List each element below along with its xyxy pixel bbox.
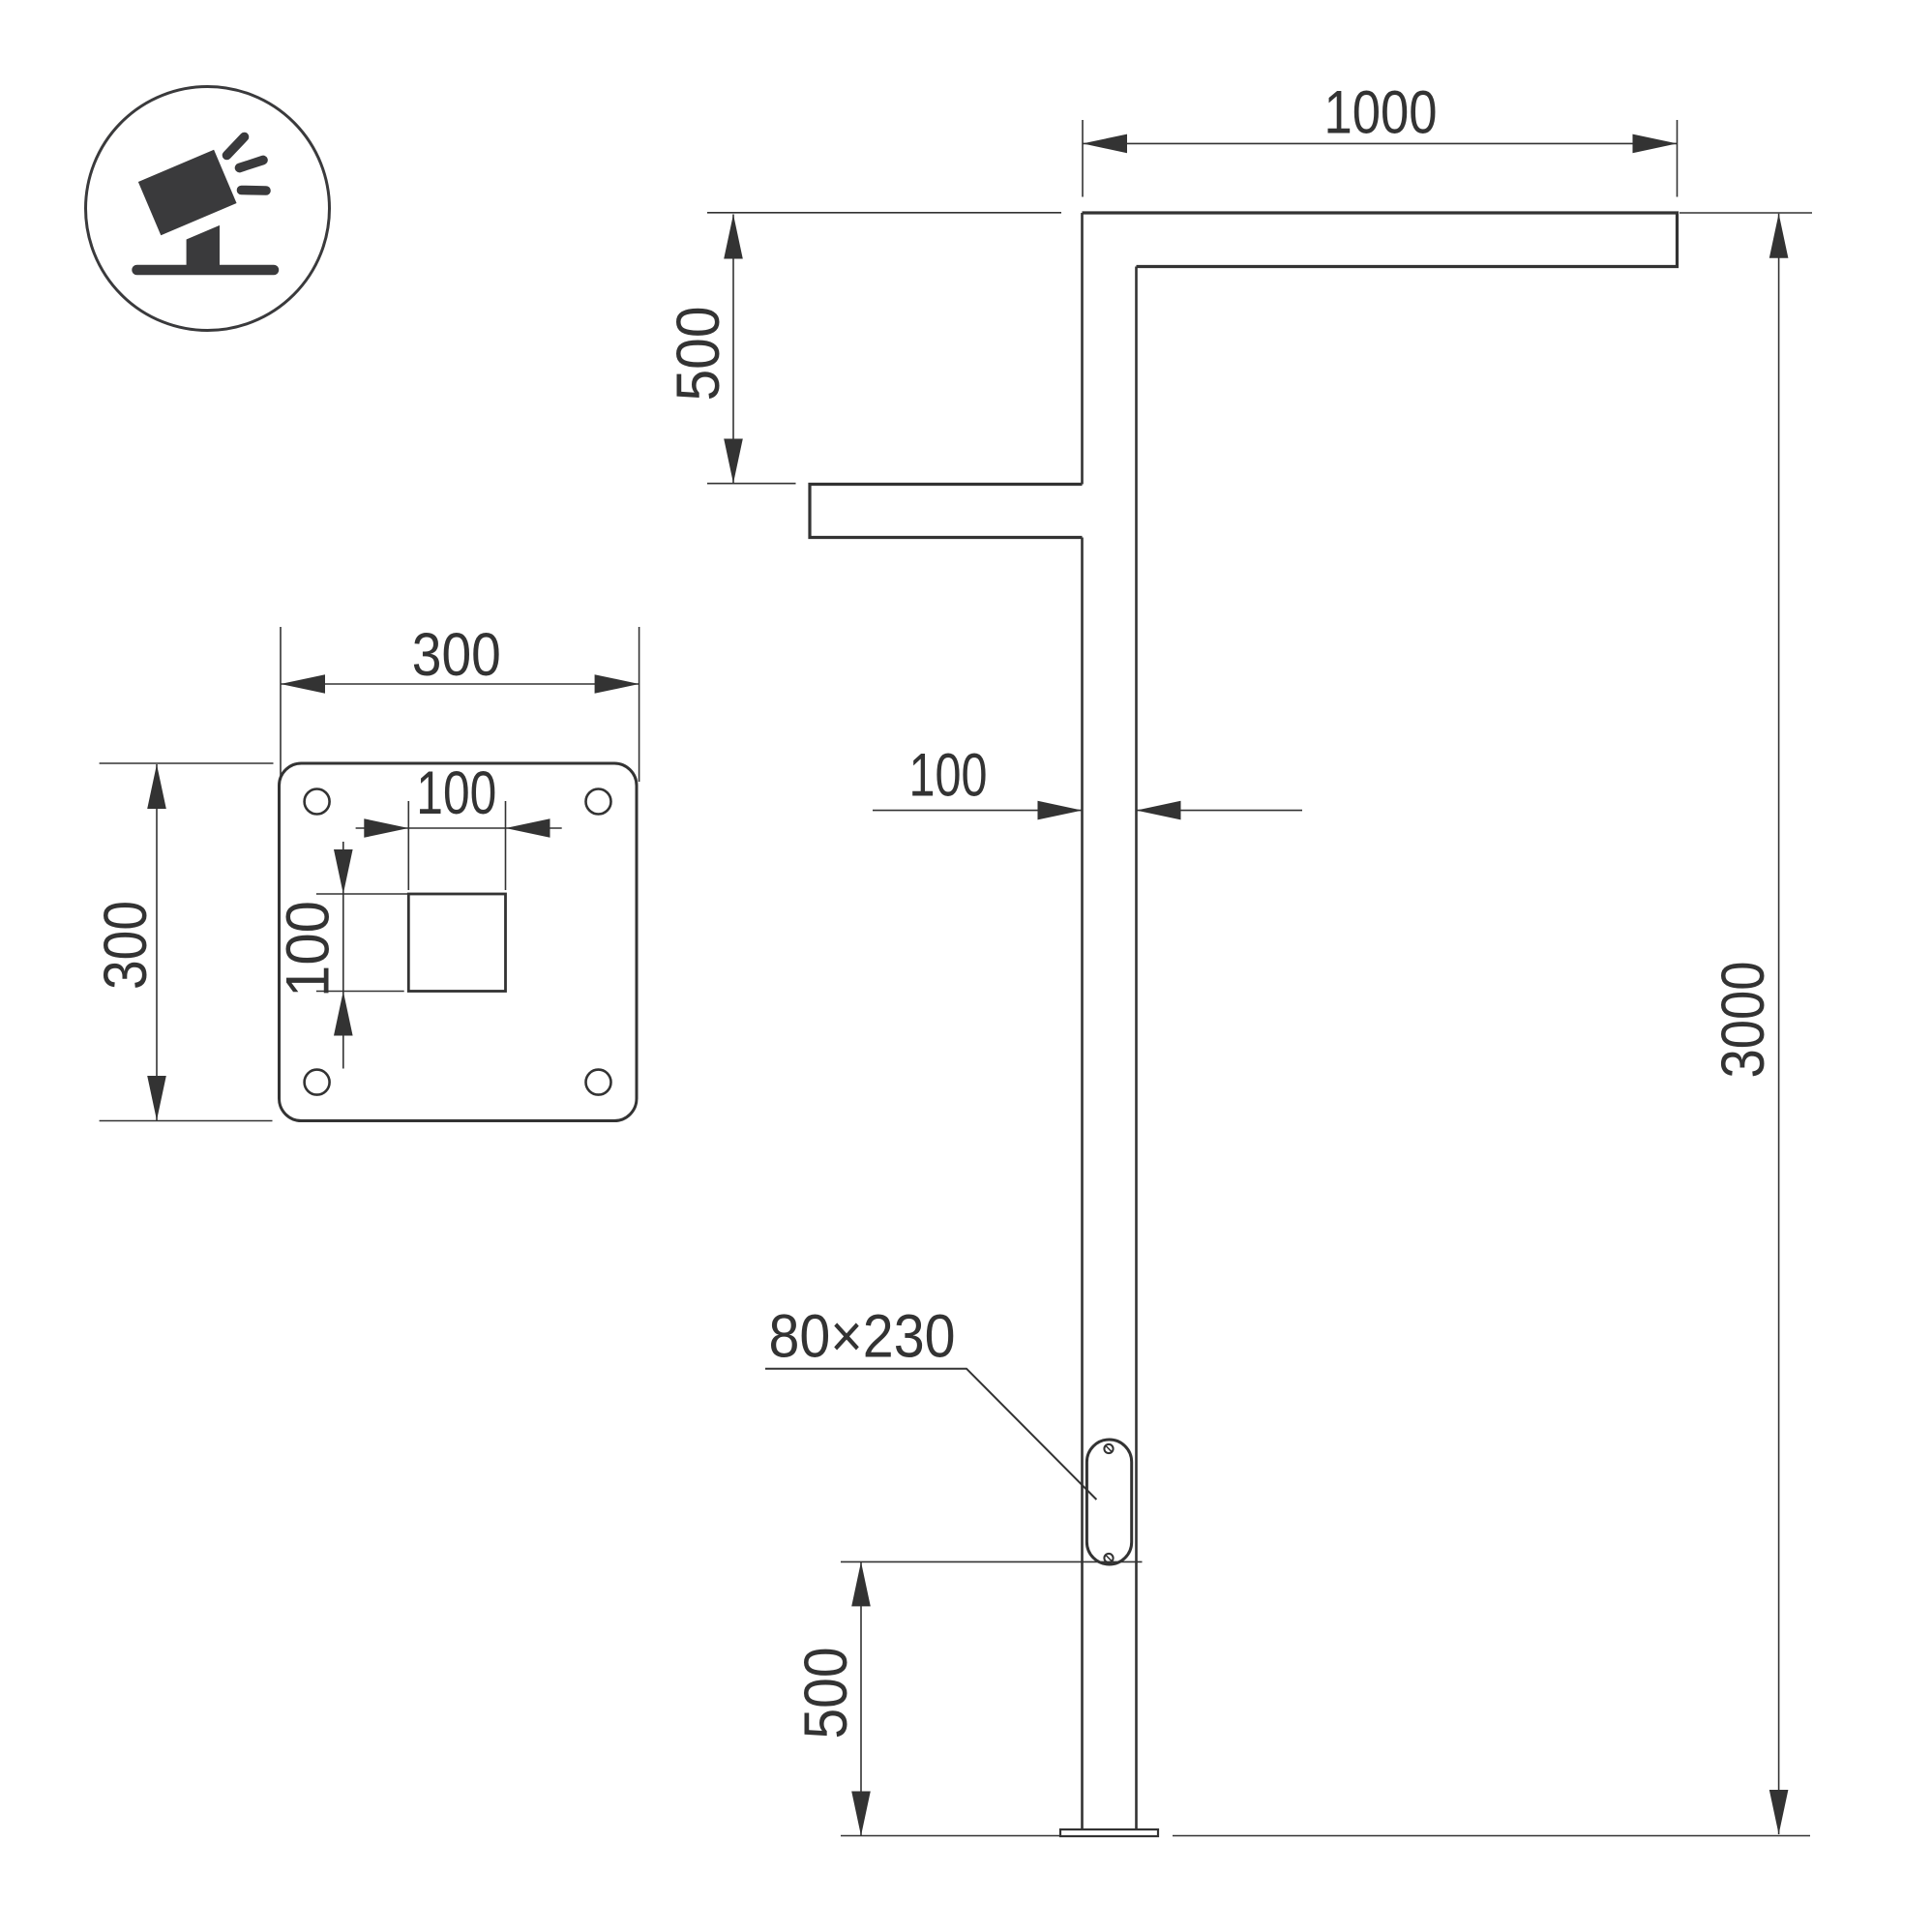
svg-text:500: 500 [665, 307, 732, 401]
svg-text:100: 100 [909, 742, 988, 810]
svg-text:500: 500 [792, 1648, 860, 1739]
svg-text:100: 100 [416, 759, 496, 827]
svg-text:80×230: 80×230 [769, 1302, 956, 1370]
svg-text:300: 300 [412, 621, 501, 689]
svg-text:1000: 1000 [1324, 79, 1438, 147]
svg-text:3000: 3000 [1709, 962, 1777, 1079]
svg-text:300: 300 [92, 901, 160, 990]
svg-text:100: 100 [275, 901, 342, 997]
